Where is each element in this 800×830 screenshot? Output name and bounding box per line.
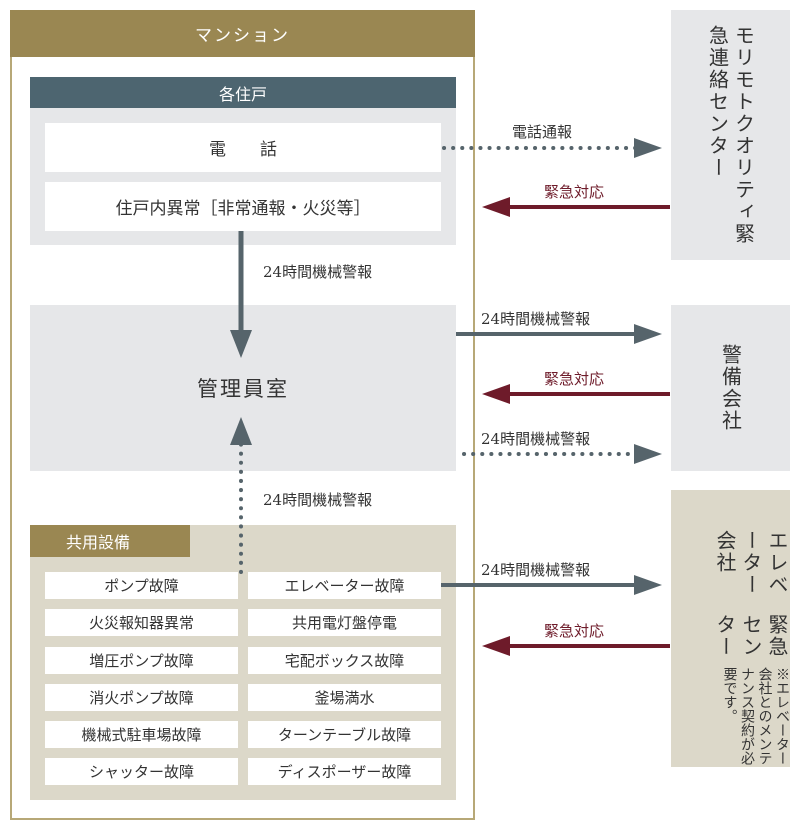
alarm-label: 24時間機械警報 bbox=[263, 491, 373, 509]
common-item: ポンプ故障 bbox=[45, 572, 238, 599]
common-item: 宅配ボックス故障 bbox=[248, 647, 441, 674]
common-to-manager-arrow bbox=[230, 417, 252, 574]
alarm-label: 24時間機械警報 bbox=[481, 561, 591, 579]
common-item: エレベーター故障 bbox=[248, 572, 441, 599]
emergency-center-box: モリモトクオリティ緊急連絡センター bbox=[671, 10, 790, 260]
emergency-label: 緊急対応 bbox=[544, 370, 605, 388]
common-item: ターンテーブル故障 bbox=[248, 721, 441, 748]
elevator-note: ※エレベーター会社とのメンテナンス契約が必要です。 bbox=[721, 666, 791, 765]
common-item: ディスポーザー故障 bbox=[248, 758, 441, 785]
units-header: 各住戸 bbox=[30, 77, 456, 108]
phone-box: 電 話 bbox=[45, 123, 441, 172]
emergency-label: 緊急対応 bbox=[544, 622, 605, 640]
mansion-header: マンション bbox=[10, 10, 475, 57]
common-item: 機械式駐車場故障 bbox=[45, 721, 238, 748]
elevator-emergency-arrow bbox=[482, 636, 670, 656]
common-item: 火災報知器異常 bbox=[45, 609, 238, 636]
alarm-label: 24時間機械警報 bbox=[481, 310, 591, 328]
elevator-alarm-arrow bbox=[441, 575, 662, 595]
security-company-box: 警備会社 bbox=[671, 305, 790, 471]
elevator-subtitle: 緊急センター bbox=[713, 613, 789, 658]
common-item: 増圧ポンプ故障 bbox=[45, 647, 238, 674]
unit-to-manager-arrow bbox=[230, 231, 252, 358]
common-item: 消火ポンプ故障 bbox=[45, 684, 238, 711]
alarm-label: 24時間機械警報 bbox=[481, 430, 591, 448]
abnormal-box: 住戸内異常［非常通報・火災等］ bbox=[45, 182, 441, 231]
emergency-label: 緊急対応 bbox=[544, 183, 605, 201]
alarm-label: 24時間機械警報 bbox=[263, 263, 373, 281]
common-item: 釜場満水 bbox=[248, 684, 441, 711]
elevator-center-box: エレベーター会社 緊急センター ※エレベーター会社とのメンテナンス契約が必要です… bbox=[671, 490, 790, 767]
center-emergency-arrow bbox=[482, 197, 670, 217]
elevator-title: エレベーター会社 bbox=[713, 530, 789, 596]
security-emergency-arrow bbox=[482, 384, 670, 404]
dotted-security-arrow bbox=[462, 444, 662, 464]
emergency-center-label: モリモトクオリティ緊急連絡センター bbox=[705, 25, 756, 245]
common-item: 共用電灯盤停電 bbox=[248, 609, 441, 636]
phone-report-label: 電話通報 bbox=[512, 123, 573, 141]
common-item: シャッター故障 bbox=[45, 758, 238, 785]
phone-report-arrow bbox=[442, 138, 662, 158]
security-company-label: 警備会社 bbox=[718, 344, 743, 432]
common-header: 共用設備 bbox=[30, 525, 190, 557]
manager-to-security-arrow bbox=[456, 324, 662, 344]
